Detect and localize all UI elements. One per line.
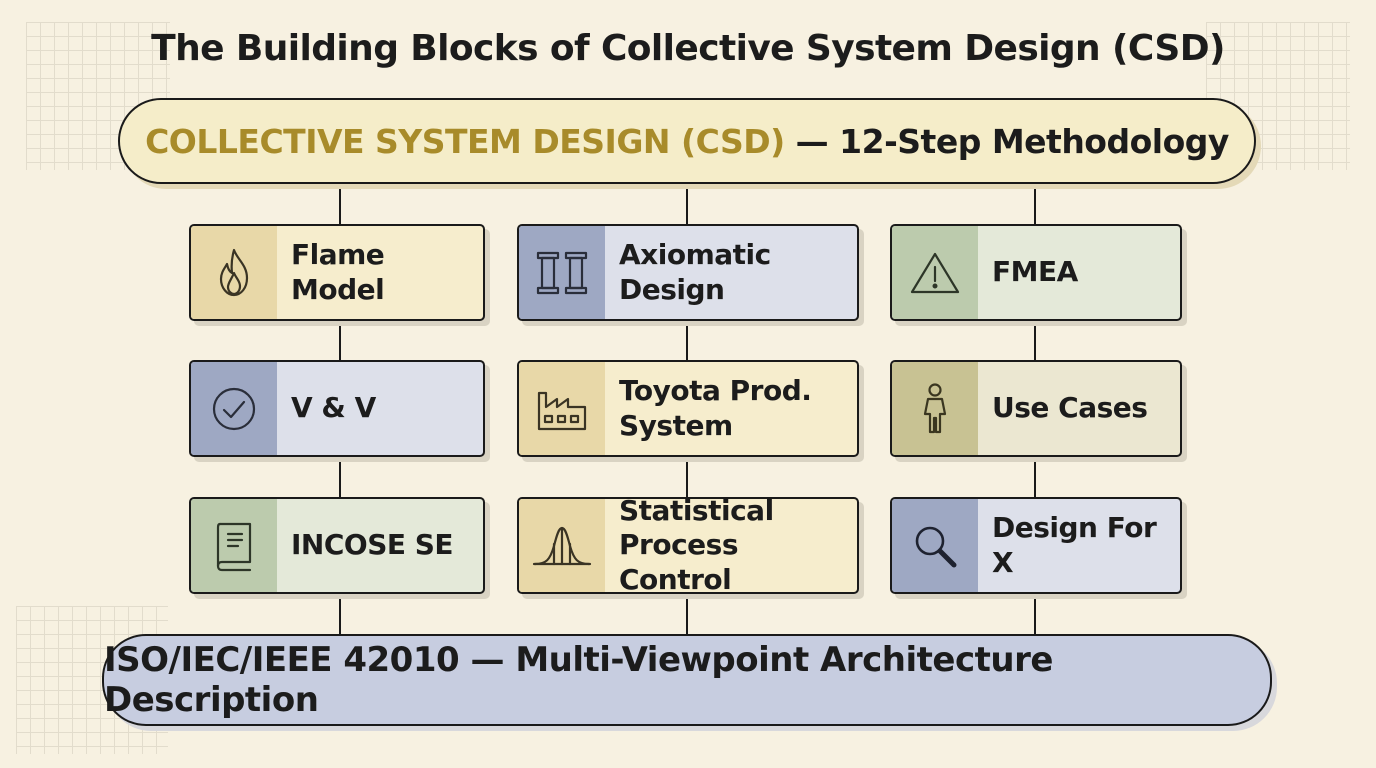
factory-icon [519,362,605,455]
block-label: Statistical Process Control [619,497,774,594]
block-flame-model: Flame Model [189,224,485,321]
book-icon [191,499,277,592]
block-label: Flame Model [291,238,385,306]
block-axiomatic-design: Axiomatic Design [517,224,859,321]
person-icon [892,362,978,455]
warning-icon [892,226,978,319]
block-label: INCOSE SE [291,528,454,562]
block-v-and-v: V & V [189,360,485,457]
pillars-icon [519,226,605,319]
flame-icon [191,226,277,319]
block-incose-se: INCOSE SE [189,497,485,594]
methodology-banner: COLLECTIVE SYSTEM DESIGN (CSD) — 12-Step… [118,98,1256,184]
block-label: Use Cases [992,391,1148,425]
block-label: FMEA [992,255,1078,289]
architecture-banner: ISO/IEC/IEEE 42010 — Multi-Viewpoint Arc… [102,634,1272,726]
magnifier-icon [892,499,978,592]
block-fmea: FMEA [890,224,1182,321]
block-label: V & V [291,391,376,425]
block-statistical-process-control: Statistical Process Control [517,497,859,594]
page-title: The Building Blocks of Collective System… [151,28,1225,69]
block-use-cases: Use Cases [890,360,1182,457]
block-toyota-production-system: Toyota Prod. System [517,360,859,457]
grid-decoration-top-left [26,22,170,170]
check-circle-icon [191,362,277,455]
bell-curve-icon [519,499,605,592]
block-design-for-x: Design For X [890,497,1182,594]
block-label: Axiomatic Design [619,238,771,306]
methodology-banner-rest: — 12-Step Methodology [784,121,1230,161]
block-label: Design For X [992,511,1157,579]
methodology-banner-accent: COLLECTIVE SYSTEM DESIGN (CSD) [145,121,785,161]
block-label: Toyota Prod. System [619,374,812,442]
